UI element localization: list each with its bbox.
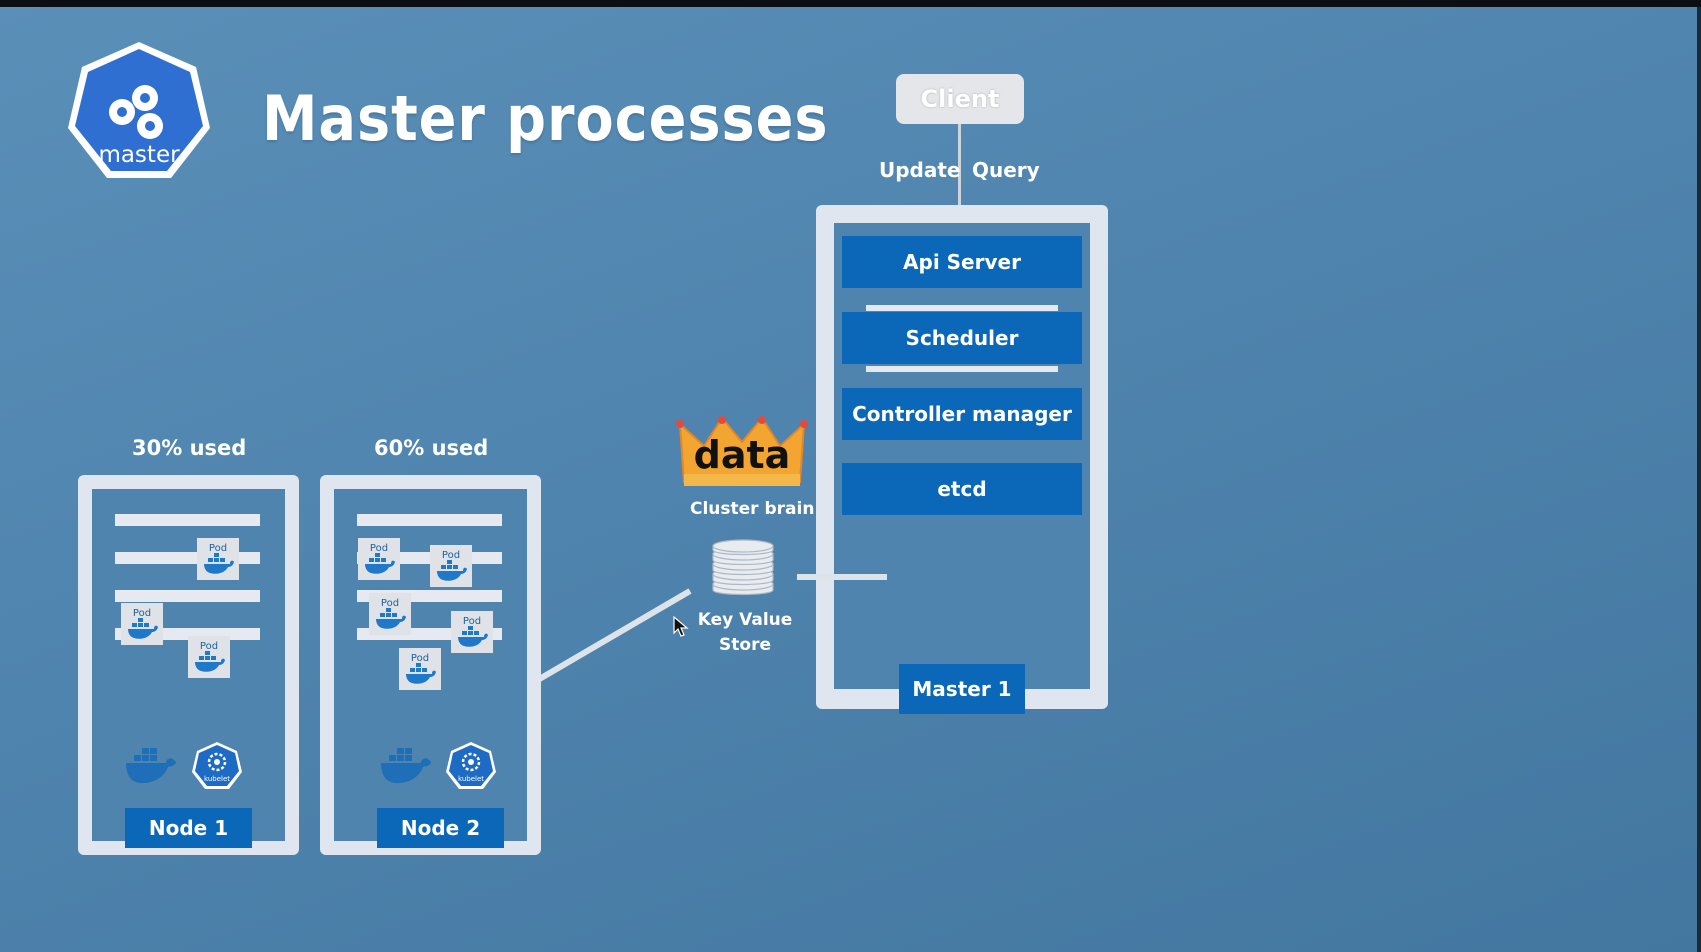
etcd-box: etcd bbox=[842, 463, 1082, 515]
pod-icon bbox=[121, 603, 163, 645]
node1-bar bbox=[115, 514, 260, 526]
page-title: Master processes bbox=[262, 82, 829, 155]
node2-label: Node 2 bbox=[377, 808, 504, 848]
video-top-bar bbox=[0, 0, 1701, 7]
key-value-line: Key Value bbox=[697, 610, 793, 630]
store-line: Store bbox=[719, 635, 771, 655]
scheduler-top-bar bbox=[866, 305, 1058, 311]
node1-label: Node 1 bbox=[125, 808, 252, 848]
etcd-to-master-connector bbox=[797, 574, 887, 580]
crown-icon: data bbox=[676, 416, 808, 486]
scheduler-bottom-bar bbox=[866, 366, 1058, 372]
master-node-label: Master 1 bbox=[899, 664, 1025, 714]
kubernetes-master-icon: master bbox=[68, 42, 210, 178]
master-node-body bbox=[834, 223, 1090, 689]
docker-whale-icon bbox=[379, 745, 433, 787]
scheduler-box: Scheduler bbox=[842, 312, 1082, 364]
kubelet-icon bbox=[190, 740, 244, 794]
cluster-brain-label: Cluster brain bbox=[690, 499, 815, 519]
node2-usage-label: 60% used bbox=[374, 436, 489, 460]
client-connector bbox=[958, 124, 961, 236]
key-value-store-label: Key Value Store bbox=[690, 608, 800, 658]
node2-bar bbox=[357, 514, 502, 526]
mouse-cursor-icon bbox=[673, 616, 689, 637]
controller-manager-box: Controller manager bbox=[842, 388, 1082, 440]
crown-text: data bbox=[694, 433, 791, 477]
database-icon bbox=[712, 539, 774, 596]
kubelet-icon bbox=[444, 740, 498, 794]
api-server-box: Api Server bbox=[842, 236, 1082, 288]
pod-icon bbox=[188, 636, 230, 678]
node1-bar bbox=[115, 590, 260, 602]
pod-icon bbox=[197, 538, 239, 580]
pod-icon bbox=[358, 538, 400, 580]
video-right-edge bbox=[1697, 7, 1701, 952]
pod-icon bbox=[399, 648, 441, 690]
pod-icon bbox=[451, 611, 493, 653]
logo-label: master bbox=[98, 142, 180, 168]
pod-icon bbox=[369, 593, 411, 635]
node1-usage-label: 30% used bbox=[132, 436, 247, 460]
client-box: Client bbox=[896, 74, 1024, 124]
docker-whale-icon bbox=[124, 745, 178, 787]
update-label: Update bbox=[879, 158, 961, 182]
query-label: Query bbox=[972, 158, 1040, 182]
pod-icon bbox=[430, 545, 472, 587]
